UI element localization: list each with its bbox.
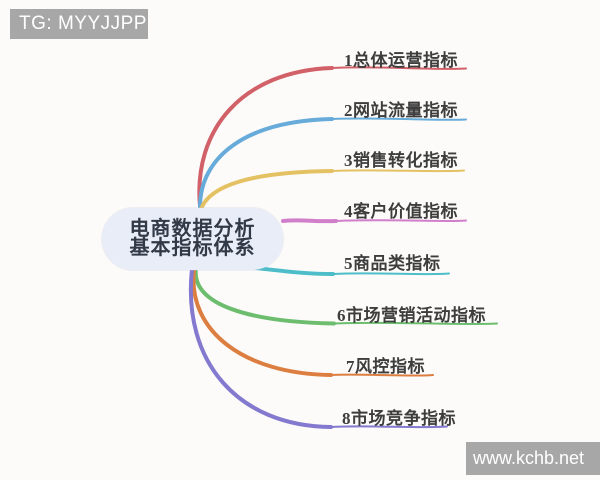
branch-underline-6 bbox=[333, 321, 498, 326]
branch-curve-3 bbox=[199, 169, 334, 211]
branch-curve-4 bbox=[281, 218, 338, 224]
central-topic-line2: 基本指标体系 bbox=[129, 237, 256, 259]
branch-underline-1 bbox=[331, 66, 467, 70]
branch-underline-7 bbox=[330, 373, 434, 377]
watermark-top-left: TG: MYYJJPP bbox=[10, 9, 148, 39]
branch-label-8[interactable]: 8市场竞争指标 bbox=[342, 409, 456, 428]
branch-curve-1 bbox=[197, 66, 334, 208]
central-topic-line1: 电商数据分析 bbox=[129, 218, 256, 240]
branch-underline-2 bbox=[331, 117, 467, 121]
branch-label-6[interactable]: 6市场营销活动指标 bbox=[337, 306, 486, 325]
branch-underline-3 bbox=[331, 169, 465, 173]
branch-label-5[interactable]: 5商品类指标 bbox=[344, 254, 441, 273]
watermark-bottom-right: www.kchb.net bbox=[466, 442, 600, 475]
branch-curve-2 bbox=[198, 117, 334, 209]
branch-curve-8 bbox=[188, 267, 333, 429]
branch-curve-7 bbox=[191, 267, 333, 377]
branch-label-4[interactable]: 4客户价值指标 bbox=[344, 202, 458, 221]
branch-underline-8 bbox=[330, 425, 448, 429]
branch-label-2[interactable]: 2网站流量指标 bbox=[344, 101, 458, 120]
branch-curve-5 bbox=[254, 266, 335, 276]
branch-label-1[interactable]: 1总体运营指标 bbox=[344, 51, 458, 70]
branch-label-3[interactable]: 3销售转化指标 bbox=[344, 151, 458, 170]
central-topic-node[interactable]: 电商数据分析 基本指标体系 bbox=[102, 208, 283, 270]
branch-underline-5 bbox=[332, 272, 450, 276]
branch-underline-4 bbox=[335, 219, 467, 223]
branch-label-7[interactable]: 7风控指标 bbox=[346, 357, 425, 376]
branch-curve-6 bbox=[193, 266, 336, 326]
